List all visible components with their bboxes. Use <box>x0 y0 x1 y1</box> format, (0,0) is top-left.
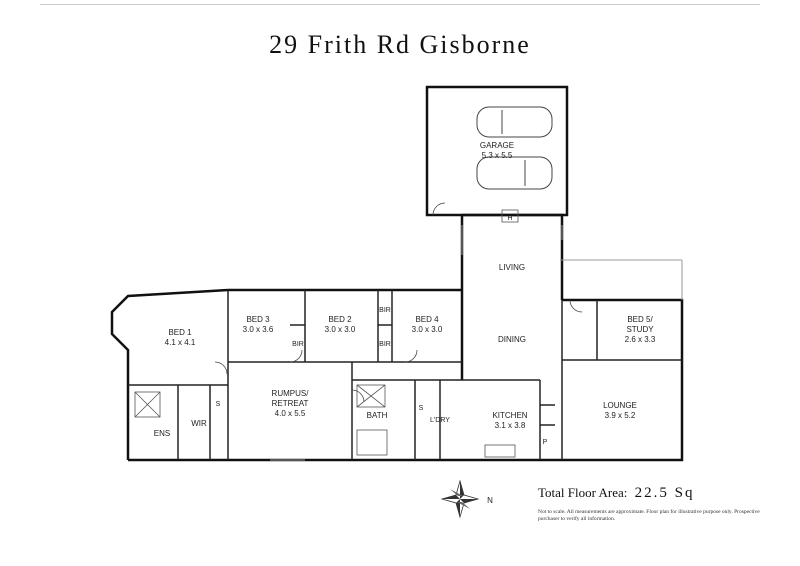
door-swing <box>432 202 446 216</box>
top-divider <box>40 4 760 5</box>
car-icon <box>476 106 553 138</box>
garage-dims: 5.3 x 5.5 <box>482 151 513 160</box>
bath-label: BATH <box>367 411 388 420</box>
bed1-label: BED 1 <box>168 328 192 337</box>
bed4-dims: 3.0 x 3.0 <box>412 325 443 334</box>
kitchen-label: KITCHEN <box>492 411 527 420</box>
bed3-label: BED 3 <box>246 315 270 324</box>
lounge-dims: 3.9 x 5.2 <box>605 411 636 420</box>
garage-label: GARAGE <box>480 141 514 150</box>
door-swing <box>214 361 228 375</box>
laundry-label: L'DRY <box>430 417 450 424</box>
wir-label: WIR <box>191 419 207 428</box>
shower-mark <box>356 384 386 408</box>
rumpus-label: RUMPUS/ <box>272 389 310 398</box>
bed3-dims: 3.0 x 3.6 <box>243 325 274 334</box>
ens-label: ENS <box>154 429 170 438</box>
bir-label: BIR <box>379 307 391 314</box>
shower <box>134 391 161 418</box>
total-area-value: 22.5 Sq <box>634 485 695 501</box>
lounge-label: LOUNGE <box>603 401 637 410</box>
store-label: S <box>419 405 424 412</box>
living-label: LIVING <box>499 263 525 272</box>
car-icon <box>476 156 553 190</box>
car-icons <box>476 106 553 190</box>
door-swing <box>289 349 303 363</box>
hearth-label: H <box>507 215 512 222</box>
bed4-label: BED 4 <box>415 315 439 324</box>
hearth-box <box>501 209 519 223</box>
total-area-label: Total Floor Area: <box>538 485 628 500</box>
bir-label: BIR <box>379 341 391 348</box>
shower-mark <box>134 391 161 418</box>
bed2-dims: 3.0 x 3.0 <box>325 325 356 334</box>
page-title: 29 Frith Rd Gisborne <box>269 30 531 59</box>
bed5-label: BED 5/ <box>627 315 653 324</box>
kitchen-dims: 3.1 x 3.8 <box>495 421 526 430</box>
bir-label: BIR <box>292 341 304 348</box>
bed1-dims: 4.1 x 4.1 <box>165 338 196 347</box>
bed1-bay-wall <box>110 288 229 460</box>
bed5-dims: 2.6 x 3.3 <box>625 335 656 344</box>
bathtub <box>356 429 388 456</box>
pantry-label: P <box>543 439 548 446</box>
disclaimer: Not to scale. All measurements are appro… <box>538 509 760 522</box>
compass-north-label: N <box>487 496 493 505</box>
compass-icon <box>440 479 480 519</box>
store-label: S <box>216 401 221 408</box>
total-floor-area: Total Floor Area: 22.5 Sq <box>538 485 694 502</box>
rumpus-label-2: RETREAT <box>272 399 309 408</box>
door-swing <box>404 349 418 363</box>
dining-label: DINING <box>498 335 526 344</box>
lounge-wing-walls <box>462 298 684 462</box>
bed2-label: BED 2 <box>328 315 352 324</box>
door-swing <box>569 299 583 313</box>
rumpus-dims: 4.0 x 5.5 <box>275 409 306 418</box>
bath-shower <box>356 384 386 408</box>
living-north-wall <box>462 213 564 300</box>
bed5-label-2: STUDY <box>626 325 654 334</box>
door-swing <box>351 389 365 403</box>
sink <box>484 444 516 458</box>
